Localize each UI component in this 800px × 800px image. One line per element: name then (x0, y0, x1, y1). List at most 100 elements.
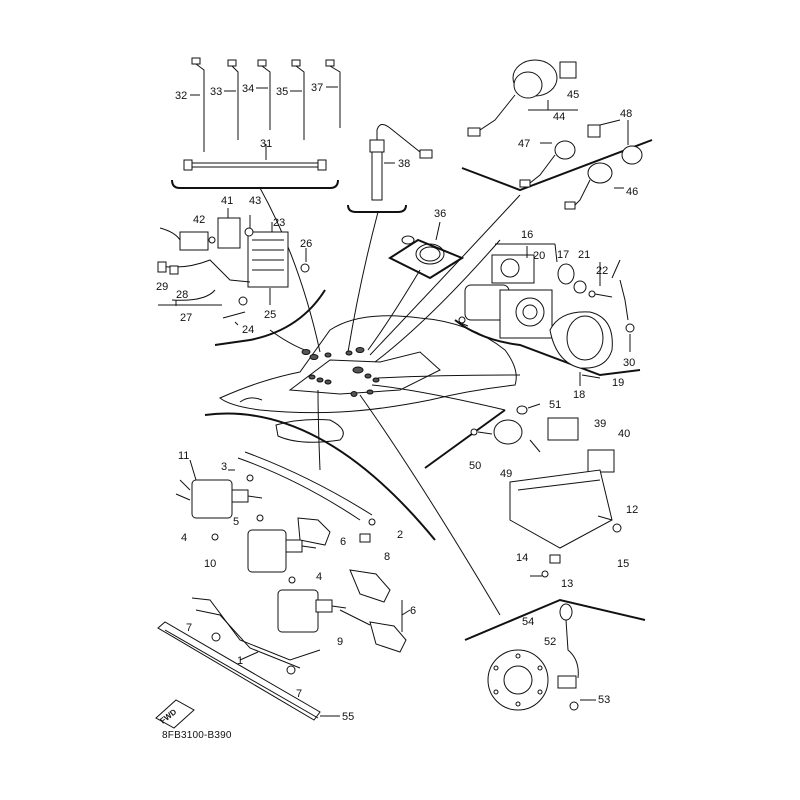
label-10: 10 (204, 558, 216, 570)
sensor-32 (191, 57, 205, 152)
label-15: 15 (617, 558, 629, 570)
leader-ignition (317, 389, 321, 471)
switch-group (467, 59, 643, 210)
label-33: 33 (210, 86, 222, 98)
label-44: 44 (553, 111, 565, 123)
label-47: 47 (518, 138, 530, 150)
label-24: 24 (242, 324, 254, 336)
label-49: 49 (500, 468, 512, 480)
label-19: 19 (612, 377, 624, 389)
label-18: 18 (573, 389, 585, 401)
throttle-group-curve (454, 319, 641, 377)
fwd-arrow-icon: FWD (155, 699, 195, 729)
label-23: 23 (273, 217, 285, 229)
label-4b: 4 (316, 571, 322, 583)
label-39: 39 (594, 418, 606, 430)
leader-sender (347, 211, 379, 353)
sensor-35 (291, 59, 305, 140)
label-16: 16 (521, 229, 533, 241)
label-22: 22 (596, 265, 608, 277)
gasket-36 (401, 221, 445, 265)
label-51: 51 (549, 399, 561, 411)
label-29: 29 (156, 281, 168, 293)
label-42: 42 (193, 214, 205, 226)
label-55: 55 (342, 711, 354, 723)
label-11: 11 (178, 450, 189, 462)
regulator-group-curve (214, 289, 326, 346)
sensor-33 (227, 59, 239, 140)
ignition-group-curve (204, 412, 436, 541)
label-48: 48 (620, 108, 632, 120)
ignition-group (157, 451, 411, 721)
label-7a: 7 (186, 622, 192, 634)
label-37: 37 (311, 82, 323, 94)
label-53: 53 (598, 694, 610, 706)
label-13: 13 (561, 578, 573, 590)
label-31: 31 (260, 138, 272, 150)
label-28: 28 (176, 289, 188, 301)
label-30: 30 (623, 357, 635, 369)
switch-group-bracket (461, 139, 653, 192)
label-54: 54 (522, 616, 534, 628)
leader-regulator (269, 329, 311, 353)
label-25: 25 (264, 309, 276, 321)
group-outlines (171, 139, 653, 641)
label-6a: 6 (340, 536, 346, 548)
label-17: 17 (557, 249, 569, 261)
leader-sensors (259, 187, 321, 353)
label-20: 20 (533, 250, 545, 262)
temperature-sensors (183, 57, 341, 171)
label-4a: 4 (181, 532, 187, 544)
leader-pickup (359, 394, 501, 616)
label-43: 43 (249, 195, 261, 207)
leader-throttle (374, 239, 501, 363)
leader-gasket (367, 269, 421, 351)
label-45: 45 (567, 89, 579, 101)
label-6b: 6 (410, 605, 416, 617)
label-36: 36 (434, 208, 446, 220)
label-12: 12 (626, 504, 638, 516)
snowmobile-outline (219, 315, 517, 443)
pickup-group (487, 603, 596, 711)
cdi-group-line (424, 409, 506, 469)
label-14: 14 (516, 552, 528, 564)
sensor-group-bracket (171, 179, 339, 189)
label-40: 40 (618, 428, 630, 440)
cdi-group (470, 403, 622, 578)
label-7b: 7 (296, 688, 302, 700)
throttle-group (457, 243, 635, 386)
pickup-group-bracket (464, 598, 646, 641)
diagram-reference-code: 8FB3100-B390 (162, 730, 232, 741)
label-50: 50 (469, 460, 481, 472)
leader-throttle-2 (377, 374, 521, 379)
label-9: 9 (337, 636, 343, 648)
label-34: 34 (242, 83, 254, 95)
label-46: 46 (626, 186, 638, 198)
label-41: 41 (221, 195, 233, 207)
sensor-37 (325, 59, 341, 128)
regulator-group (157, 208, 310, 326)
leader-switches (369, 194, 521, 356)
label-27: 27 (180, 312, 192, 324)
sender-group-bracket (347, 204, 407, 213)
gasket-group-outline (387, 238, 465, 280)
sensor-34 (257, 59, 271, 130)
part-labels: 1 2 3 4 4 5 6 6 7 7 8 9 10 11 12 13 14 1… (156, 82, 638, 723)
label-21: 21 (578, 249, 590, 261)
label-1: 1 (237, 655, 243, 667)
sender-38 (369, 124, 433, 201)
label-2: 2 (397, 529, 403, 541)
label-38: 38 (398, 158, 410, 170)
label-8: 8 (384, 551, 390, 563)
label-3: 3 (221, 461, 227, 473)
part-markers (301, 347, 380, 397)
label-32: 32 (175, 90, 187, 102)
label-5: 5 (233, 516, 239, 528)
leader-cdi (371, 384, 506, 411)
label-52: 52 (544, 636, 556, 648)
label-26: 26 (300, 238, 312, 250)
sensor-31-cable (183, 159, 327, 171)
label-35: 35 (276, 86, 288, 98)
